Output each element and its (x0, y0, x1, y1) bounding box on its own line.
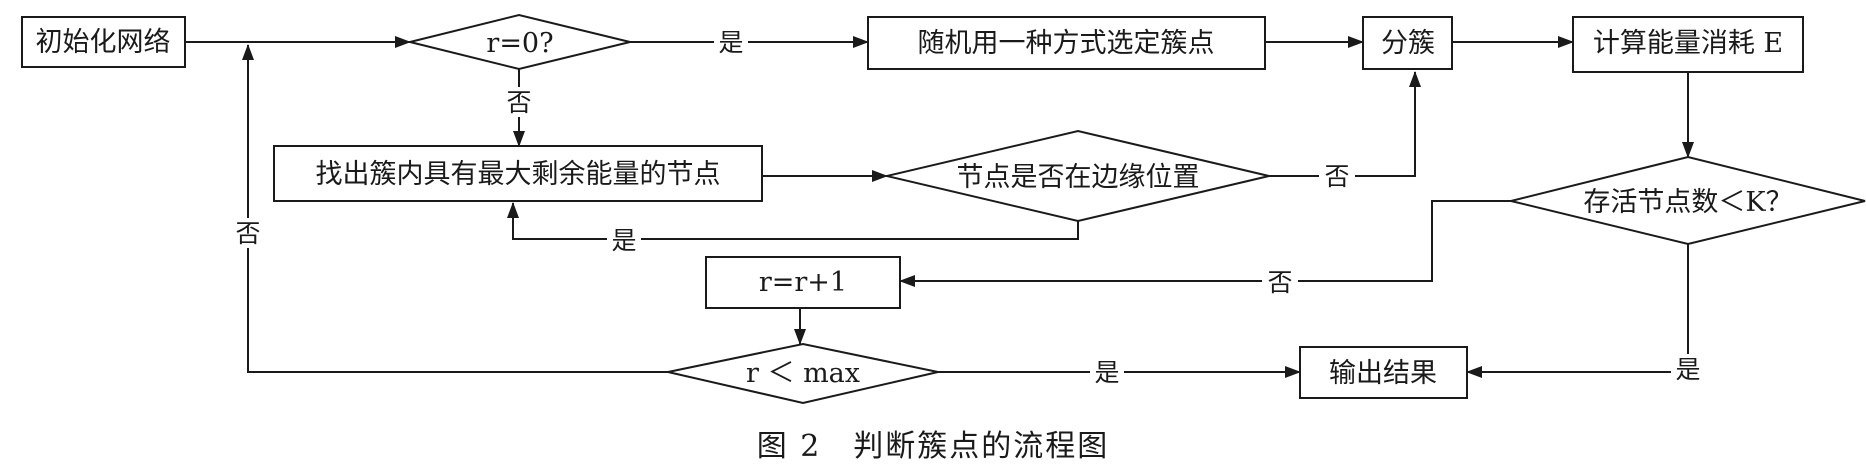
node-alive-count: 存活节点数＜K？ (1510, 155, 1866, 246)
node-alive-count-label: 存活节点数＜K？ (1583, 187, 1792, 218)
node-random-select-label: 随机用一种方式选定簇点 (918, 28, 1215, 59)
node-init: 初始化网络 (21, 16, 186, 68)
node-r-inc: r=r+1 (705, 256, 901, 309)
figure-caption: 图 2 判断簇点的流程图 (757, 429, 1110, 464)
edge-label-rmax-yes: 是 (1094, 358, 1119, 387)
node-edge-position-label: 节点是否在边缘位置 (957, 162, 1200, 193)
node-r-eq-0-label: r=0? (486, 28, 553, 59)
edge-alive-yes-to-output (1466, 244, 1689, 378)
edge-label-alive-yes: 是 (1675, 355, 1700, 384)
node-cluster-label: 分簇 (1381, 28, 1435, 59)
node-init-label: 初始化网络 (36, 27, 171, 58)
node-output: 输出结果 (1299, 346, 1468, 399)
node-r-inc-label: r=r+1 (759, 267, 847, 298)
edge-edgecheck-no-to-cluster (1269, 71, 1421, 177)
edge-label-rmax-no: 否 (235, 219, 260, 248)
node-r-eq-0: r=0? (409, 13, 631, 71)
node-calc-energy-label: 计算能量消耗 E (1593, 28, 1783, 59)
edge-alive-no-to-rinc (899, 200, 1511, 287)
node-random-select: 随机用一种方式选定簇点 (867, 16, 1266, 70)
node-edge-position: 节点是否在边缘位置 (886, 129, 1270, 223)
node-cluster: 分簇 (1362, 16, 1453, 70)
edge-label-alive-no: 否 (1267, 268, 1292, 297)
edge-edgecheck-yes-to-find (507, 202, 1079, 240)
edge-label-r0-no: 否 (506, 88, 531, 117)
node-r-lt-max-label: r ＜ max (746, 358, 860, 389)
edge-label-edgecheck-yes: 是 (611, 226, 636, 255)
edge-label-r0-yes: 是 (718, 28, 743, 57)
edge-rmax-no-to-init (242, 44, 668, 373)
node-find-max-label: 找出簇内具有最大剩余能量的节点 (316, 159, 721, 190)
node-r-lt-max: r ＜ max (667, 342, 939, 405)
edge-label-edgecheck-no: 否 (1324, 162, 1349, 191)
node-output-label: 输出结果 (1329, 358, 1437, 389)
node-calc-energy: 计算能量消耗 E (1572, 16, 1804, 73)
node-find-max: 找出簇内具有最大剩余能量的节点 (273, 145, 763, 202)
